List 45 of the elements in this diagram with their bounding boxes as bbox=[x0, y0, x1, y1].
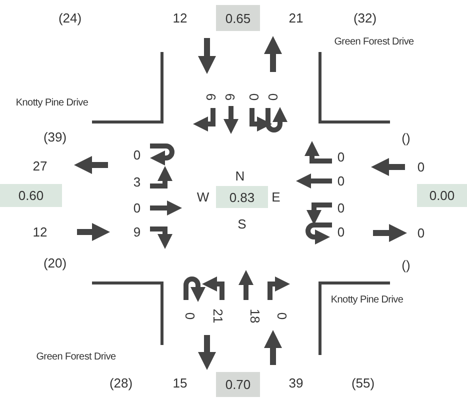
volume-label: 21 bbox=[210, 308, 226, 324]
volume-label: 0 bbox=[337, 224, 345, 240]
volume-label: 0 bbox=[266, 93, 280, 101]
compass-letter: E bbox=[272, 190, 280, 204]
street-name: Knotty Pine Drive bbox=[16, 98, 88, 108]
volume-label: 0 bbox=[246, 93, 262, 101]
volume-label: () bbox=[402, 130, 410, 146]
street-name: Green Forest Drive bbox=[334, 36, 414, 48]
volume-label: 21 bbox=[288, 10, 304, 26]
volume-label: 0 bbox=[417, 160, 425, 174]
volume-label: 15 bbox=[172, 376, 188, 390]
volume-label: 6 bbox=[222, 93, 238, 101]
volume-label: () bbox=[402, 258, 410, 272]
compass-letter: W bbox=[196, 190, 210, 204]
volume-label: 27 bbox=[32, 158, 48, 174]
street-name: Green Forest Drive bbox=[36, 352, 116, 362]
volume-label: (32) bbox=[353, 10, 377, 26]
volume-label: 0 bbox=[337, 174, 345, 188]
volume-label: 0 bbox=[337, 200, 345, 216]
factor-box: 0.60 bbox=[0, 184, 62, 207]
compass-letter: S bbox=[238, 216, 246, 232]
volume-label: 0 bbox=[417, 226, 425, 240]
volume-label: 39 bbox=[288, 376, 304, 390]
factor-box: 0.70 bbox=[216, 372, 260, 397]
factor-box: 0.83 bbox=[216, 186, 268, 208]
volume-label: 0 bbox=[133, 200, 141, 216]
street-name: Knotty Pine Drive bbox=[330, 294, 404, 306]
volume-label: (28) bbox=[109, 376, 133, 390]
volume-label: 0 bbox=[337, 150, 345, 164]
volume-label: 0 bbox=[274, 312, 290, 320]
volume-label: 0 bbox=[182, 312, 198, 320]
volume-label: 12 bbox=[172, 10, 188, 26]
factor-box: 0.65 bbox=[216, 5, 260, 31]
volume-label: (20) bbox=[43, 256, 67, 270]
volume-label: 9 bbox=[133, 224, 141, 240]
volume-label: (24) bbox=[58, 10, 82, 26]
compass-letter: N bbox=[235, 168, 245, 184]
volume-label: 12 bbox=[32, 224, 48, 240]
volume-label: 6 bbox=[204, 93, 218, 101]
volume-label: (39) bbox=[43, 130, 67, 144]
volume-label: 0 bbox=[133, 148, 141, 162]
factor-box: 0.00 bbox=[417, 184, 467, 207]
volume-label: (55) bbox=[351, 376, 375, 390]
volume-label: 18 bbox=[248, 308, 262, 324]
volume-label: 3 bbox=[133, 174, 141, 190]
